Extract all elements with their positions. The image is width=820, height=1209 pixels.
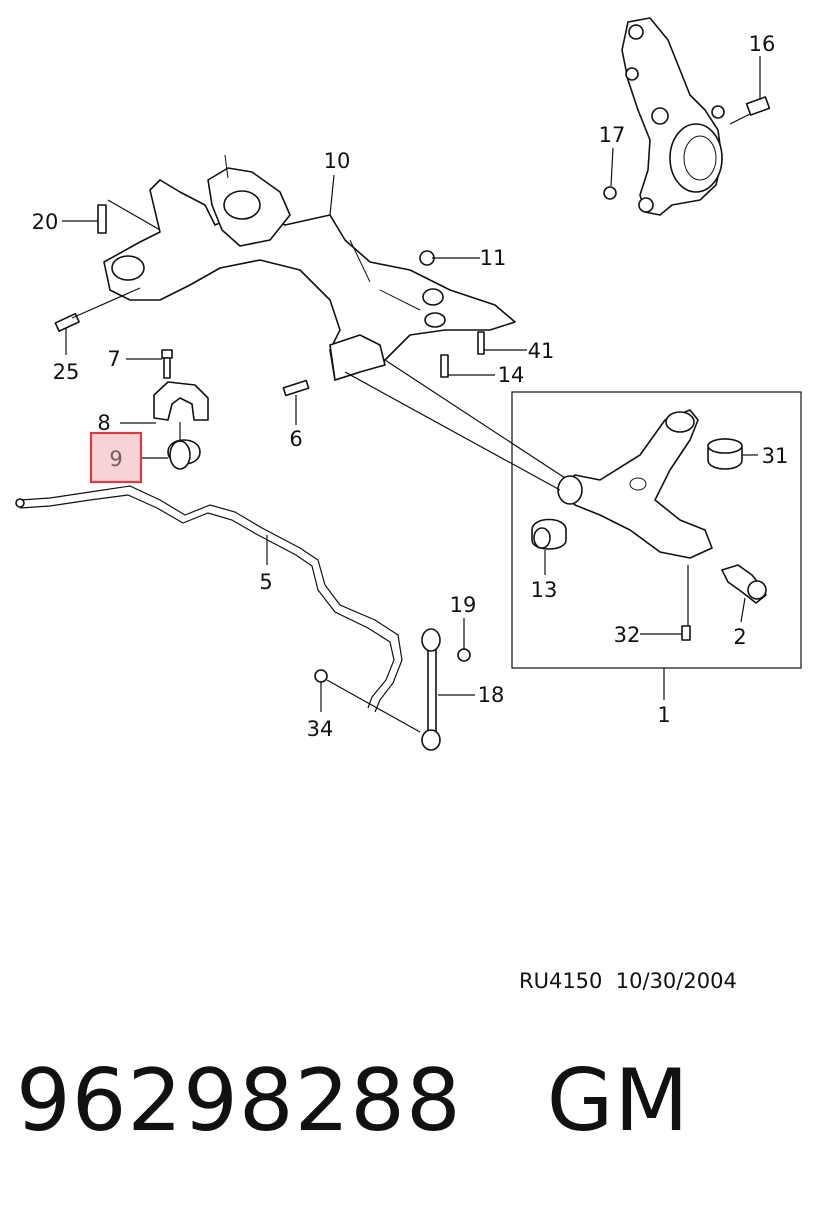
bolt-14 [440, 354, 449, 378]
bushing-9 [167, 439, 201, 470]
stabilizer-link-18 [421, 628, 441, 751]
callout-32: 32 [614, 623, 641, 647]
brand-name: GM [546, 1051, 690, 1151]
bushing-13 [531, 518, 567, 550]
nut-17 [603, 186, 617, 200]
callout-14: 14 [498, 363, 525, 387]
callout-41: 41 [528, 339, 555, 363]
lower-control-arm [557, 409, 713, 559]
nut-19 [457, 648, 471, 662]
clamp-8 [153, 381, 209, 421]
callout-17: 17 [599, 123, 626, 147]
callout-25: 25 [53, 360, 80, 384]
bushing-31 [707, 438, 743, 470]
stabilizer-bar [15, 485, 403, 713]
callout-9: 9 [109, 447, 122, 471]
callout-10: 10 [324, 149, 351, 173]
callout-6: 6 [289, 427, 302, 451]
callout-5: 5 [259, 570, 272, 594]
control-arm-frame [511, 391, 802, 669]
part-number-line: 96298288 GM [16, 1058, 690, 1144]
nut-11 [419, 250, 435, 266]
callout-13: 13 [531, 578, 558, 602]
callout-16: 16 [749, 32, 776, 56]
callout-2: 2 [733, 625, 746, 649]
callout-8: 8 [97, 411, 110, 435]
callout-19: 19 [450, 593, 477, 617]
nut-34 [314, 669, 328, 683]
callout-31: 31 [762, 444, 789, 468]
drawing-date: 10/30/2004 [615, 969, 737, 993]
ball-joint-2 [721, 564, 767, 604]
callout-7: 7 [107, 347, 120, 371]
bolt-32 [681, 625, 691, 641]
callout-18: 18 [478, 683, 505, 707]
bolt-16 [729, 96, 771, 125]
bolt-7 [161, 349, 173, 379]
bolt-6 [282, 379, 310, 397]
callout-34: 34 [307, 717, 334, 741]
front-crossmember [103, 154, 516, 381]
drawing-reference: RU4150 10/30/2004 [519, 969, 737, 993]
callout-1: 1 [657, 703, 670, 727]
callout-11: 11 [480, 246, 507, 270]
bolt-41 [477, 331, 485, 355]
bolt-20 [97, 204, 107, 234]
suspension-exploded-diagram: 16 17 10 20 11 25 7 41 14 6 8 9 31 5 13 … [15, 17, 802, 751]
highlight-box-9 [89, 431, 143, 484]
callout-20: 20 [32, 210, 59, 234]
part-number: 96298288 [16, 1051, 462, 1151]
steering-knuckle [621, 17, 725, 216]
drawing-ref-code: RU4150 [519, 969, 603, 993]
